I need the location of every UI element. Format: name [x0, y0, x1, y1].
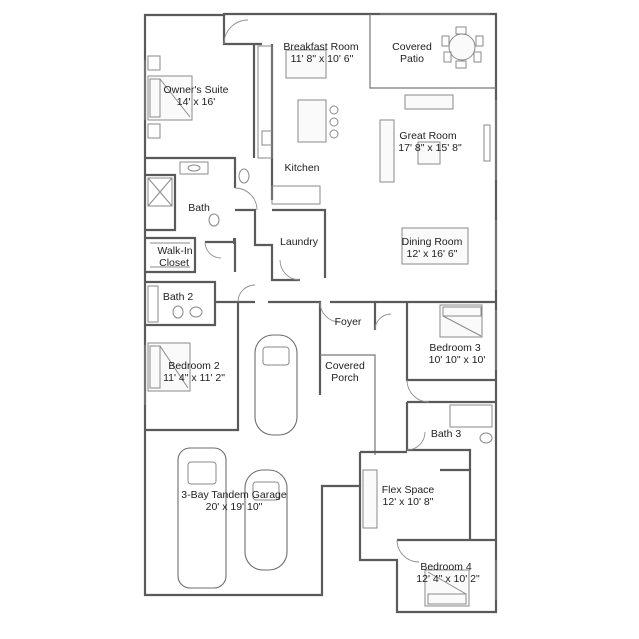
dining-room-label: Dining Room: [402, 236, 463, 248]
walk-in-closet-label-2: Closet: [159, 257, 189, 269]
laundry-label: Laundry: [280, 236, 319, 248]
covered-porch-label-2: Porch: [331, 372, 359, 384]
garage-vehicles: [177, 334, 298, 589]
bedroom-3-dims: 10' 10" x 10': [429, 354, 486, 366]
car-2: [177, 447, 227, 589]
bedroom-4-dims: 12' 4" x 10' 2": [416, 573, 480, 585]
great-room-dims: 17' 8" x 15' 8": [398, 142, 462, 154]
bath-2-label: Bath 2: [163, 291, 194, 303]
great-room-label: Great Room: [399, 130, 456, 142]
bedroom-3-label: Bedroom 3: [429, 342, 481, 354]
garage-dims: 20' x 19' 10": [206, 501, 263, 513]
car-3: [244, 469, 288, 571]
foyer-label: Foyer: [335, 316, 362, 328]
bath-label: Bath: [188, 202, 210, 214]
bedroom-4-label: Bedroom 4: [420, 561, 472, 573]
breakfast-room-label: Breakfast Room: [283, 41, 359, 53]
walk-in-closet-label: Walk-In: [157, 245, 192, 257]
owners-suite-label: Owner's Suite: [163, 84, 228, 96]
room-labels: Breakfast Room 11' 8" x 10' 6" Covered P…: [157, 41, 485, 585]
fixtures: [147, 26, 493, 607]
bath-3-label: Bath 3: [431, 428, 462, 440]
flex-space-label: Flex Space: [382, 484, 435, 496]
owners-suite-dims: 14' x 16': [177, 96, 215, 108]
bedroom-2-label: Bedroom 2: [168, 360, 220, 372]
patio-label-2: Patio: [400, 53, 424, 65]
car-1: [254, 334, 298, 436]
patio-label: Covered: [392, 41, 432, 53]
windows: [144, 13, 497, 600]
doors: [204, 19, 430, 563]
flex-space-dims: 12' x 10' 8": [383, 496, 434, 508]
bedroom-2-dims: 11' 4" x 11' 2": [163, 372, 225, 384]
kitchen-label: Kitchen: [284, 162, 319, 174]
garage-label: 3-Bay Tandem Garage: [181, 489, 287, 501]
breakfast-room-dims: 11' 8" x 10' 6": [291, 53, 354, 65]
covered-porch-label: Covered: [325, 360, 365, 372]
dining-room-dims: 12' x 16' 6": [407, 248, 458, 260]
